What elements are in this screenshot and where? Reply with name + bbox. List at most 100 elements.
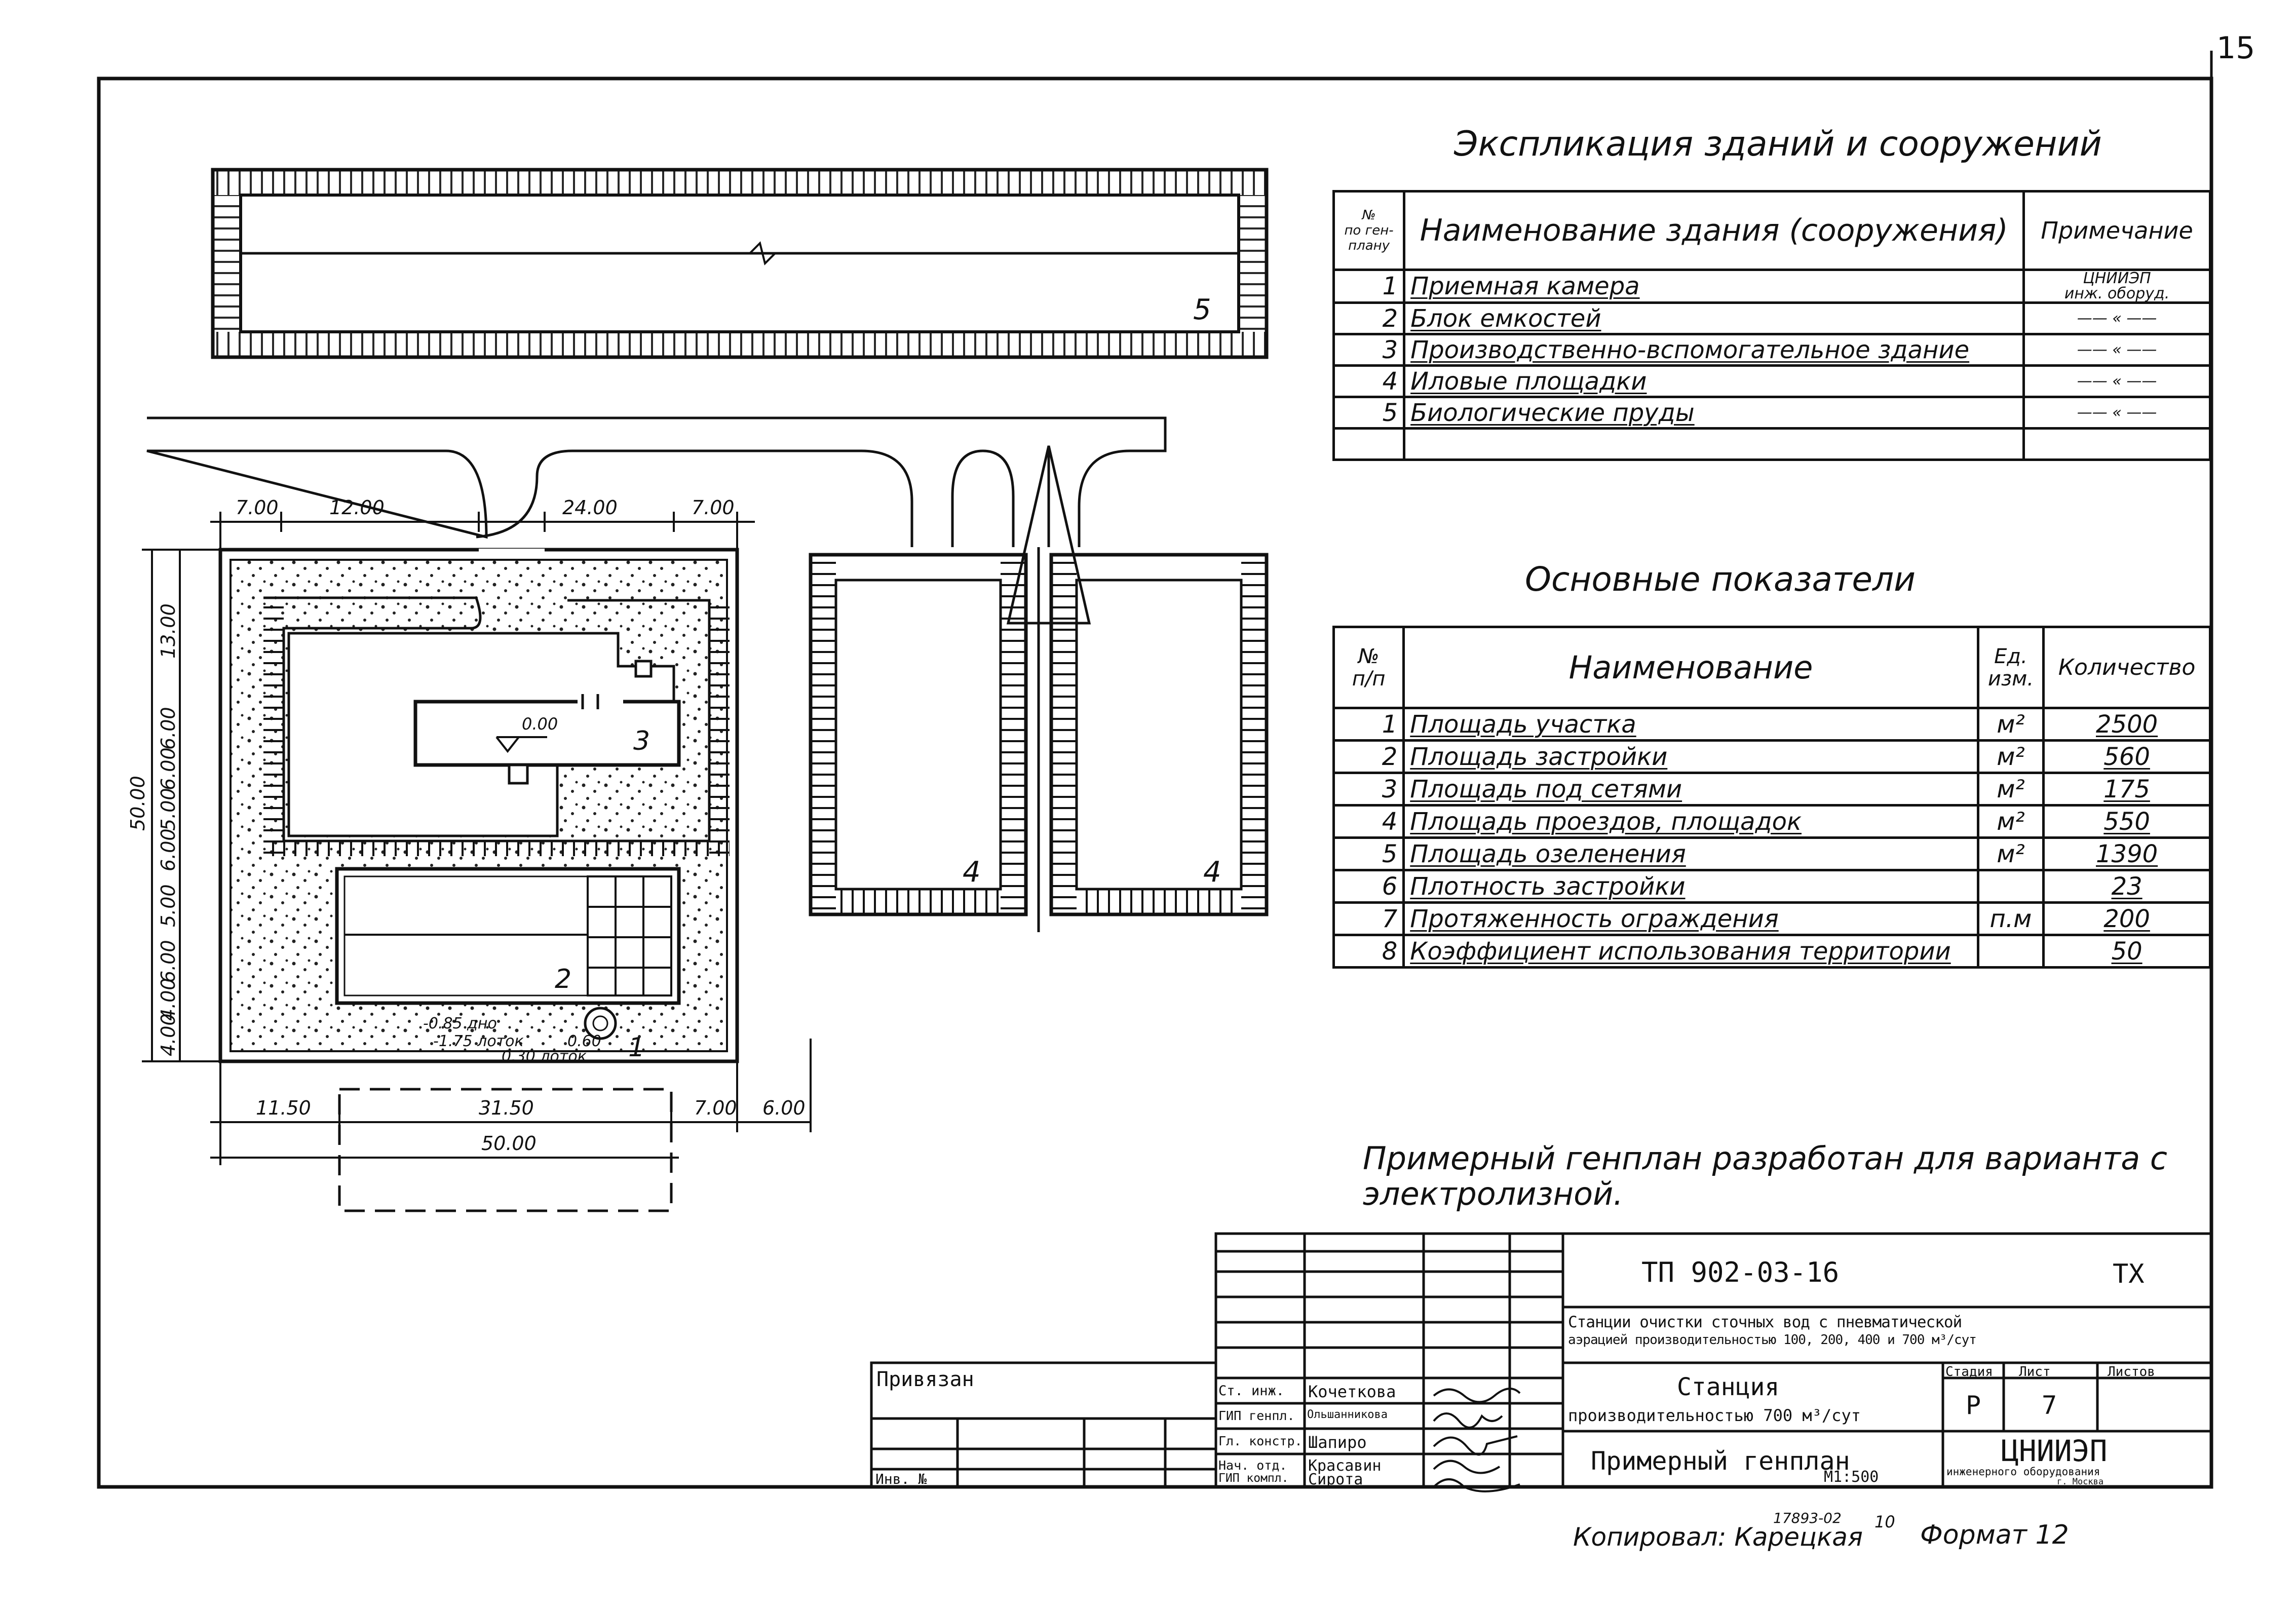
stamp-org-3: г. Москва xyxy=(2057,1477,2104,1487)
table-row: 2 Блок емкостей —— « —— xyxy=(1332,301,2211,335)
person-name-3: Шапиро xyxy=(1308,1433,1367,1452)
table-row: 1 Площадь участка м² 2500 xyxy=(1332,707,2211,742)
explication-header-name: Наименование здания (сооружения) xyxy=(1403,190,2025,271)
dim-left-9: 4.00 xyxy=(157,1013,179,1056)
indicators-title: Основные показатели xyxy=(1525,560,1916,599)
indicators-header-qty: Количество xyxy=(2042,626,2211,709)
stamp-grid xyxy=(870,1232,2213,1488)
stamp-code: ТП 902-03-16 xyxy=(1641,1256,1840,1288)
dim-left-1: 13.00 xyxy=(157,603,179,659)
stamp-stage: Р xyxy=(1966,1391,1981,1420)
label-ponds-5: 5 xyxy=(1193,293,1211,326)
dim-top-2: 12.00 xyxy=(329,496,385,519)
dim-left-3: 6.00 xyxy=(157,747,179,790)
stamp-station-2: производительностью 700 м³/сут xyxy=(1568,1406,1861,1425)
dim-bottom-total: 50.00 xyxy=(481,1132,537,1155)
sludge-beds xyxy=(809,547,1269,932)
plan-labels: 7.00 12.00 24.00 7.00 50.00 13.00 6.00 6… xyxy=(127,293,1221,1155)
label-building-1: 1 xyxy=(628,1032,645,1063)
table-row: 7 Протяженность ограждения п.м 200 xyxy=(1332,901,2211,936)
person-role-3: Гл. констр. xyxy=(1218,1434,1303,1448)
dim-left-total: 50.00 xyxy=(127,776,149,831)
page-number: 15 xyxy=(2216,30,2255,66)
dim-left-5: 6.00 xyxy=(157,828,179,871)
dim-left-2: 6.00 xyxy=(157,707,179,750)
stamp-sheet-label: Лист xyxy=(2019,1364,2051,1379)
dim-top-4: 7.00 xyxy=(692,496,735,519)
stamp-description-2: аэрацией производительностью 100, 200, 4… xyxy=(1568,1332,1977,1348)
person-name-5: Сирота xyxy=(1308,1471,1363,1488)
explication-header-note: Примечание xyxy=(2022,190,2211,271)
stamp-inv: Инв. № xyxy=(875,1471,927,1487)
table-row: 8 Коэффициент использования территории 5… xyxy=(1332,934,2211,969)
person-name-4: Красавин xyxy=(1308,1457,1382,1475)
note-line-1: Примерный генплан разработан для вариант… xyxy=(1363,1140,2167,1177)
indicators-header-unit: Ед. изм. xyxy=(1976,626,2045,709)
table-row: 3 Производственно-вспомогательное здание… xyxy=(1332,333,2211,367)
label-sludge-4b: 4 xyxy=(1203,856,1221,889)
biological-ponds xyxy=(211,168,1269,359)
table-row-empty xyxy=(1332,427,2211,461)
level-3: 0.60 xyxy=(567,1032,601,1050)
elevation-mark: 0.00 xyxy=(522,714,558,734)
block-2 xyxy=(335,867,681,1005)
table-row: 6 Плотность застройки 23 xyxy=(1332,869,2211,904)
dim-left-7: 6.00 xyxy=(157,940,179,983)
table-row: 3 Площадь под сетями м² 175 xyxy=(1332,772,2211,807)
person-role-4: Нач. отд. xyxy=(1218,1458,1287,1473)
dim-bottom-2: 31.50 xyxy=(479,1097,534,1119)
stamp-sheets-label: Листов xyxy=(2108,1364,2155,1379)
label-building-3: 3 xyxy=(633,726,650,756)
stamp-stage-label: Стадия xyxy=(1945,1364,1993,1379)
stamp-description-1: Станции очистки сточных вод с пневматиче… xyxy=(1568,1313,1962,1331)
table-row: 2 Площадь застройки м² 560 xyxy=(1332,739,2211,774)
stamp-scale: М1:500 xyxy=(1824,1468,1879,1486)
stamp-privyazan: Привязан xyxy=(876,1368,974,1391)
table-row: 4 Иловые площадки —— « —— xyxy=(1332,364,2211,398)
indicators-table: № п/п Наименование Ед. изм. Количество 1… xyxy=(1332,626,2211,969)
dim-bottom-3: 7.00 xyxy=(694,1097,737,1119)
table-row: 5 Биологические пруды —— « —— xyxy=(1332,396,2211,430)
dim-top-3: 24.00 xyxy=(562,496,618,519)
explication-title: Экспликация зданий и сооружений xyxy=(1454,124,2102,164)
dim-bottom-4: 6.00 xyxy=(762,1097,806,1119)
person-name-2: Ольшанникова xyxy=(1307,1408,1388,1421)
stamp-org-1: ЦНИИЭП xyxy=(2001,1434,2108,1468)
label-block-2: 2 xyxy=(555,964,571,994)
explication-table: № по ген- плану Наименование здания (соо… xyxy=(1332,190,2211,461)
footer-inv-num: 17893-02 xyxy=(1773,1510,1842,1526)
level-2: -1.75 лоток xyxy=(433,1032,524,1050)
chamber-1 xyxy=(584,1007,617,1040)
road xyxy=(146,416,1167,625)
dim-bottom-1: 11.50 xyxy=(256,1097,311,1119)
dim-top-1: 7.00 xyxy=(236,496,279,519)
indicators-header-num: № п/п xyxy=(1332,626,1405,709)
person-role-1: Ст. инж. xyxy=(1218,1383,1285,1399)
stamp-mark: ТХ xyxy=(2113,1259,2145,1289)
level-4: 0.30 лоток xyxy=(502,1048,587,1065)
person-role-2: ГИП генпл. xyxy=(1218,1408,1295,1423)
level-1: -0.85 дно xyxy=(423,1015,497,1032)
explication-header-num: № по ген- плану xyxy=(1332,190,1406,271)
dim-left-6: 5.00 xyxy=(157,884,179,927)
footer-copied: Копировал: Карецкая xyxy=(1573,1522,1863,1552)
stamp-sheet-title: Примерный генплан xyxy=(1591,1446,1850,1476)
dim-left-4: 5.00 xyxy=(157,788,179,831)
dim-left-8: 4.00 xyxy=(157,978,179,1021)
signatures xyxy=(1433,1388,1521,1492)
stamp-station-1: Станция xyxy=(1677,1373,1780,1401)
indicators-header-name: Наименование xyxy=(1402,626,1979,709)
note-line-2: электролизной. xyxy=(1363,1175,1624,1212)
footer-num: 10 xyxy=(1874,1512,1895,1531)
person-role-5: ГИП компл. xyxy=(1218,1472,1289,1485)
stamp-sheet: 7 xyxy=(2042,1391,2057,1420)
building-3 xyxy=(413,700,681,767)
label-sludge-4a: 4 xyxy=(963,856,981,889)
stamp-org-2: инженерного оборудования xyxy=(1946,1466,2100,1478)
dashed-extension xyxy=(338,1088,673,1212)
table-row: 5 Площадь озеленения м² 1390 xyxy=(1332,836,2211,871)
dimension-lines xyxy=(142,512,812,1165)
table-row: 1 Приемная камера ЦНИИЭП инж. оборуд. xyxy=(1332,269,2211,304)
footer-format: Формат 12 xyxy=(1920,1520,2069,1550)
site-area xyxy=(218,548,739,1063)
